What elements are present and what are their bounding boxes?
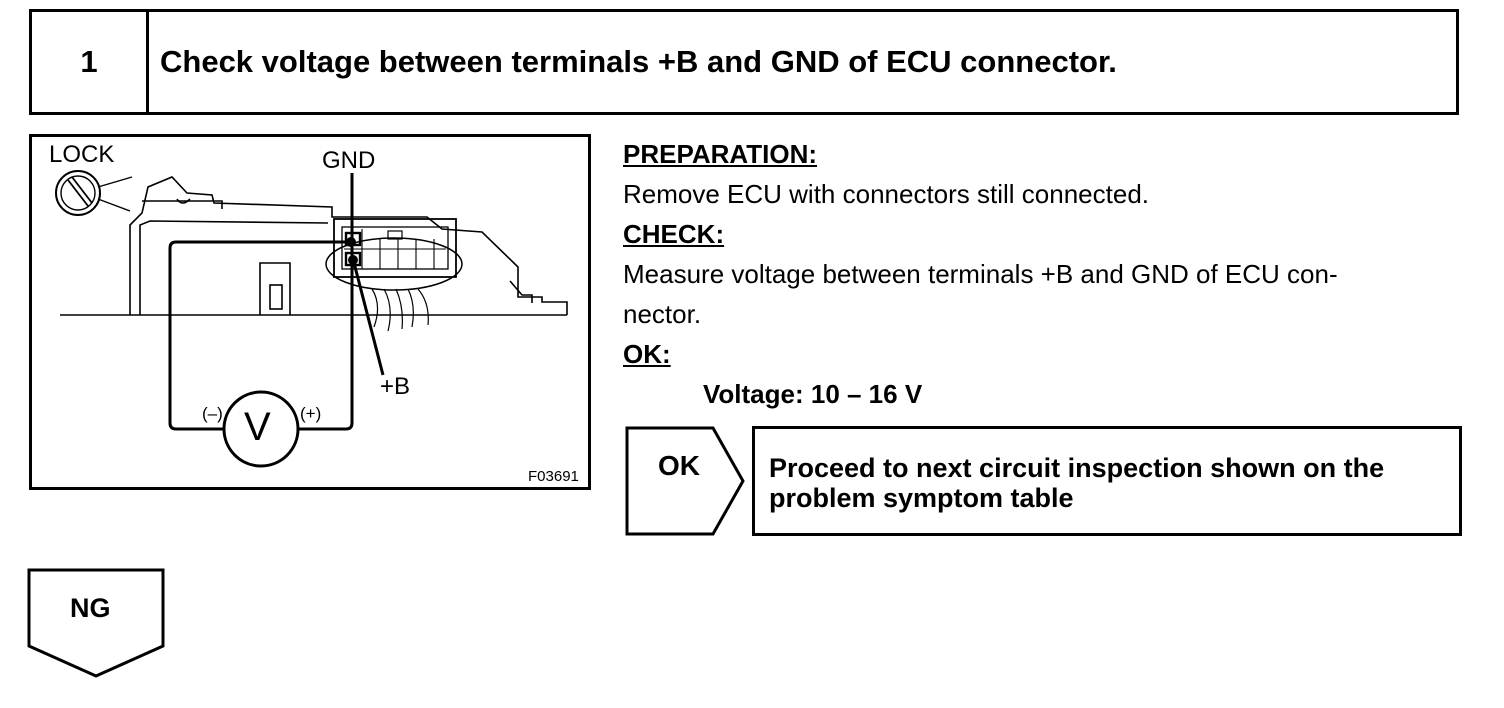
lock-screw-icon — [55, 170, 133, 216]
negative-probe-label: (–) — [202, 404, 223, 423]
voltmeter-icon — [222, 390, 300, 468]
inspection-instructions: PREPARATION: Remove ECU with connectors … — [623, 134, 1468, 414]
figure-code: F03691 — [528, 468, 579, 485]
positive-probe-label: (+) — [300, 404, 322, 423]
preparation-text: Remove ECU with connectors still connect… — [623, 179, 1150, 209]
lock-label: LOCK — [49, 141, 115, 168]
ok-arrow-shape — [625, 426, 745, 536]
check-text-line-2: nector. — [623, 299, 702, 329]
step-header: 1 Check voltage between terminals +B and… — [29, 9, 1459, 115]
check-heading: CHECK: — [623, 219, 725, 249]
ok-result-action: Proceed to next circuit inspection shown… — [752, 426, 1462, 536]
ok-heading: OK: — [623, 339, 671, 369]
ng-arrow-shape — [27, 568, 165, 678]
step-number: 1 — [32, 12, 149, 112]
ecu-connector — [325, 218, 463, 332]
gnd-terminal-label: GND — [322, 147, 376, 174]
ng-result-tag: NG — [27, 568, 167, 680]
b-terminal-label: +B — [380, 373, 411, 400]
ecu-connector-diagram: LOCK GND +B (–) (+) V F03691 — [29, 134, 591, 490]
wiring-illustration — [55, 170, 568, 468]
ok-action-line-1: Proceed to next circuit inspection shown… — [769, 453, 1385, 483]
preparation-heading: PREPARATION: — [623, 139, 818, 169]
voltmeter-symbol: V — [244, 405, 271, 449]
voltage-spec: Voltage: 10 – 16 V — [703, 379, 923, 409]
ng-result-label: NG — [70, 593, 111, 623]
check-text-line-1: Measure voltage between terminals +B and… — [623, 259, 1338, 289]
ok-result-tag: OK — [625, 426, 747, 536]
step-title: Check voltage between terminals +B and G… — [160, 44, 1117, 79]
ok-result-label: OK — [658, 450, 700, 481]
ok-action-line-2: problem symptom table — [769, 483, 1074, 513]
